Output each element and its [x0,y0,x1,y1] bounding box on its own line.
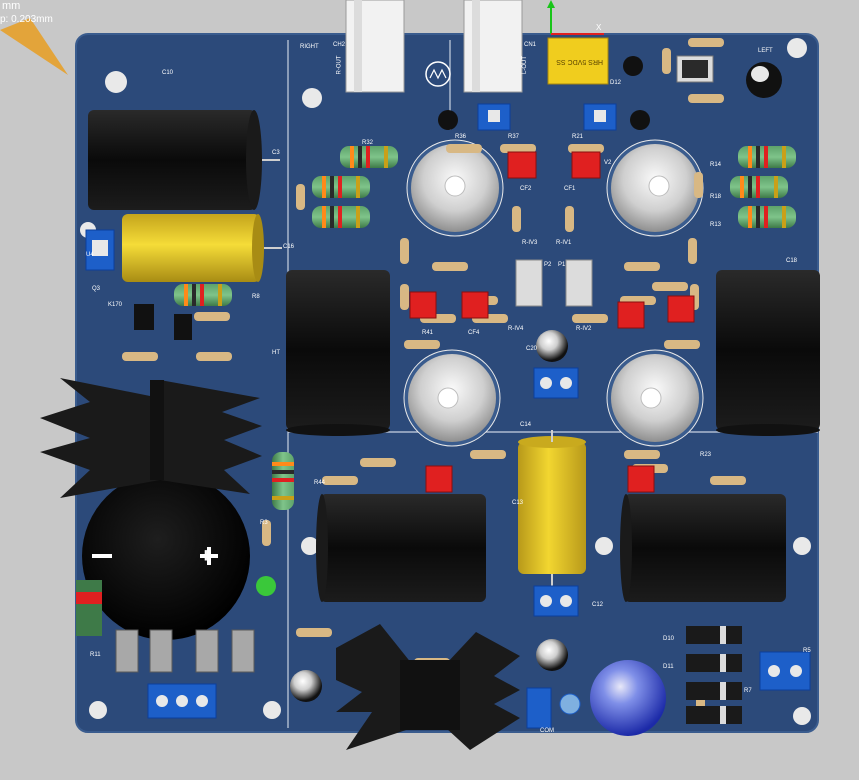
svg-text:R-IV1: R-IV1 [556,240,572,246]
zoom-readout: mm [2,0,21,12]
svg-text:HT: HT [272,350,280,356]
svg-text:R-IV4: R-IV4 [508,326,524,332]
resistors-small [122,38,746,712]
svg-text:C20: C20 [526,346,538,352]
cap-c16 [122,214,282,282]
tube-v4 [606,349,704,447]
svg-text:R7: R7 [744,688,752,694]
svg-text:HRS 5VDC SS: HRS 5VDC SS [556,58,603,65]
main-reservoir-cap [82,472,250,640]
svg-text:C16: C16 [283,244,295,250]
svg-text:R18: R18 [710,194,722,200]
svg-text:R11: R11 [90,652,101,658]
origin-marker [0,18,68,75]
red-trimmers [409,151,695,493]
cap-bottom-right [620,494,786,602]
svg-text:COM: COM [540,728,554,734]
svg-text:R3: R3 [260,520,268,526]
svg-text:C13: C13 [512,500,524,506]
diodes [686,626,742,724]
svg-text:C12: C12 [592,602,604,608]
svg-text:R13: R13 [710,222,722,228]
svg-text:K170: K170 [108,302,123,308]
svg-text:P2: P2 [544,262,552,268]
svg-text:C10: C10 [162,70,174,76]
svg-text:R32: R32 [362,140,374,146]
svg-text:RIGHT: RIGHT [300,44,319,50]
svg-text:X: X [596,23,602,32]
svg-text:R44: R44 [314,480,326,486]
rca-right-label: R-OUT [336,55,343,75]
rca-left-label: L-OUT [522,56,528,74]
svg-text:CH2: CH2 [333,42,346,48]
cap-c18-right [716,270,820,436]
mounting-holes [80,38,811,725]
svg-text:CF2: CF2 [520,186,532,192]
resistors-green [174,146,796,510]
cap-c14-left [286,270,390,436]
heatsink-bottom [336,624,520,750]
rca-jacks [345,0,523,93]
snap-readout: p: 0.203mm [0,14,53,25]
svg-text:D12: D12 [610,80,622,86]
tube-v3 [403,349,501,447]
svg-text:R-IV3: R-IV3 [522,240,538,246]
svg-text:R23: R23 [700,452,712,458]
svg-text:C18: C18 [786,258,798,264]
svg-text:R-IV2: R-IV2 [576,326,592,332]
svg-text:U4: U4 [86,252,94,258]
tube-v2 [606,139,704,237]
svg-text:C14: C14 [520,422,532,428]
plus-terminal: + [200,545,212,567]
svg-text:CF4: CF4 [468,330,480,336]
svg-text:P1: P1 [558,262,566,268]
svg-text:R41: R41 [422,330,434,336]
cap-bottom-left [316,494,486,602]
svg-text:D10: D10 [663,636,675,642]
cap-c13 [518,430,586,588]
minus-terminal: − [96,545,108,567]
svg-text:R14: R14 [710,162,722,168]
cap-c3 [88,110,280,210]
svg-text:Q3: Q3 [92,286,101,292]
svg-text:V2: V2 [604,160,612,166]
svg-text:R21: R21 [572,134,584,140]
svg-text:R8: R8 [252,294,260,300]
heatsink-left [40,378,262,498]
svg-text:R37: R37 [508,134,520,140]
svg-text:R36: R36 [455,134,467,140]
svg-text:R5: R5 [803,648,811,654]
svg-text:C3: C3 [272,150,280,156]
svg-text:D11: D11 [663,664,674,670]
svg-text:CN1: CN1 [524,42,537,48]
svg-text:CF1: CF1 [564,186,576,192]
tube-v1 [406,139,504,237]
relay [547,37,609,85]
svg-text:LEFT: LEFT [758,48,773,54]
